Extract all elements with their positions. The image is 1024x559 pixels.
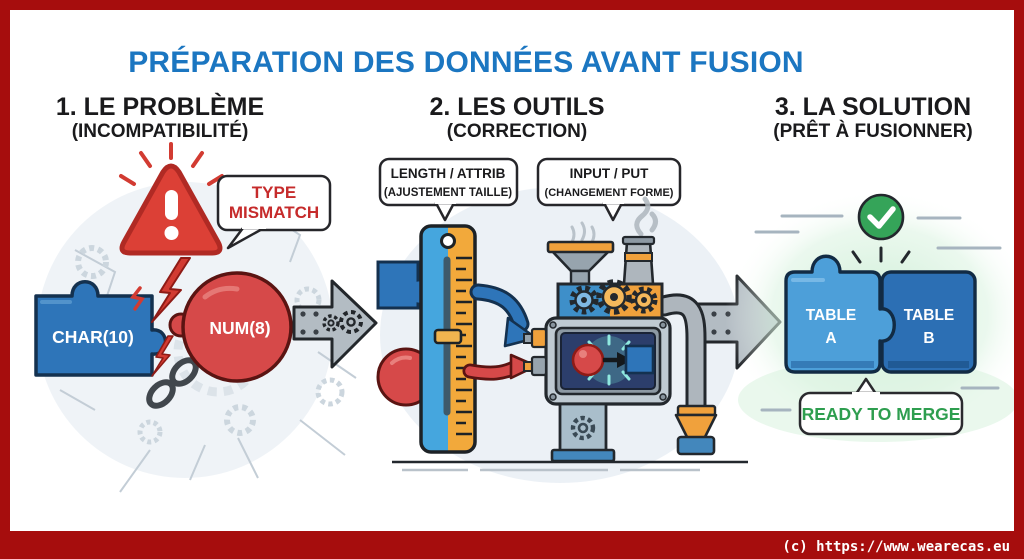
machine-body [544,316,672,406]
converter-machine-icon [523,196,718,463]
tools-subheading: (CORRECTION) [446,121,588,142]
section-heading-problem: 1. LE PROBLÈME (INCOMPATIBILITÉ) [35,94,285,143]
solution-scene: TABLE B TABLE A READY TO MERGE [725,190,1024,442]
section-heading-solution: 3. LA SOLUTION (PRÊT À FUSIONNER) [748,94,998,143]
tool1-subtitle: (AJUSTEMENT TAILLE) [384,187,512,199]
chimney-icon [621,235,656,286]
arrow-right-icon [292,279,378,369]
warning-triangle-icon [119,142,224,256]
lightning-bolt-icon [129,257,191,377]
page-title: PRÉPARATION DES DONNÉES AVANT FUSION [128,46,804,80]
type-mismatch-bubble: TYPE MISMATCH [216,174,332,250]
mismatch-label-line1: TYPE [252,183,296,202]
tool2-title: INPUT / PUT [570,166,650,181]
tools-scene: LENGTH / ATTRIB (AJUSTEMENT TAILLE) INPU… [376,157,782,483]
input-put-bubble: INPUT / PUT (CHANGEMENT FORME) [536,157,682,222]
speed-lines [754,214,1002,412]
tools-heading: 2. LES OUTILS [429,93,605,121]
char-piece-label: CHAR(10) [52,327,134,347]
screen-blue-square [624,344,655,375]
input-ports [523,327,548,377]
screen-red-circle [571,343,605,377]
machine-pedestal [550,402,616,463]
problem-scene: TYPE MISMATCH CHAR(10) [34,142,378,493]
ready-to-merge-bubble: READY TO MERGE [798,377,964,436]
ready-to-merge-label: READY TO MERGE [802,404,961,424]
num-piece-label: NUM(8) [209,318,270,338]
crack-lines [59,204,357,493]
table-b-label-line1: TABLE [904,307,955,324]
problem-heading: 1. LE PROBLÈME [55,93,265,121]
table-a-label-line1: TABLE [806,307,857,324]
gear-icon [569,279,658,315]
convergence-dashes [851,246,911,264]
alert-spark-lines [119,142,224,186]
tool2-subtitle: (CHANGEMENT FORME) [545,187,674,199]
gear-icon [322,310,363,334]
arrow-rivets [300,311,319,335]
tool1-title: LENGTH / ATTRIB [391,166,506,181]
gear-housing [556,279,664,320]
solution-subheading: (PRÊT À FUSIONNER) [773,121,973,142]
drain-pipe [653,293,718,456]
checkmark-circle-icon [857,193,905,241]
table-b-label-line2: B [923,330,934,347]
slider-handle [433,328,463,345]
steam-lines [570,221,596,244]
smoke-curl [634,196,658,237]
table-a-puzzle-piece: TABLE A [784,254,896,374]
char-puzzle-piece: CHAR(10) [34,280,168,377]
copyright-text: (c) https://www.wearecas.eu [782,539,1010,555]
num-blob-piece: NUM(8) [168,271,293,383]
table-a-label-line2: A [825,330,836,347]
blue-transform-arrow [469,283,538,348]
problem-subheading: (INCOMPATIBILITÉ) [71,121,249,142]
section-heading-tools: 2. LES OUTILS (CORRECTION) [392,94,642,143]
funnel-icon [546,240,615,287]
length-attrib-bubble: LENGTH / ATTRIB (AJUSTEMENT TAILLE) [378,157,519,222]
ruler-slider-icon [419,224,477,454]
table-b-puzzle-piece: TABLE B [880,270,977,374]
solution-heading: 3. LA SOLUTION [774,93,972,121]
mismatch-label-line2: MISMATCH [229,203,319,222]
